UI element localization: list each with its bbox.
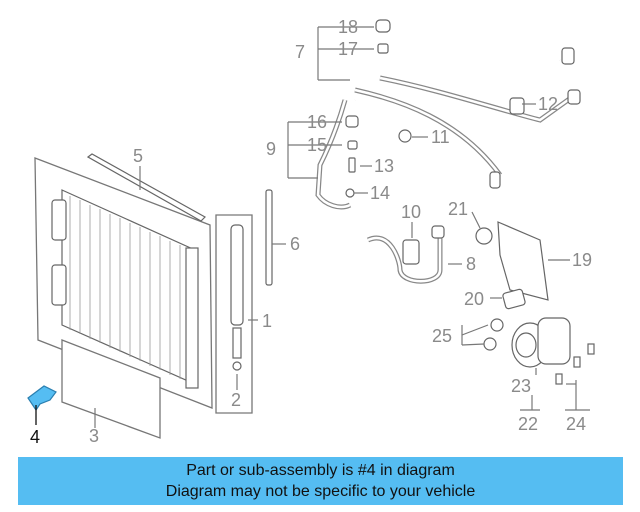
callout-8: 8 [466,254,476,274]
callout-11: 11 [431,127,450,147]
callout-21: 21 [448,199,468,219]
parts-diagram: 18 17 7 12 16 15 9 11 13 14 5 10 21 6 19… [27,17,595,447]
callout-13: 13 [374,156,394,176]
leader-lines-compressor [461,324,590,411]
callout-1: 1 [262,311,272,331]
caption-line-1: Part or sub-assembly is #4 in diagram [186,462,455,479]
callout-22: 22 [518,414,538,434]
callout-20: 20 [464,289,484,309]
upper-ac-lines [315,46,581,210]
leader-lines-middle [411,211,570,299]
callout-16: 16 [307,112,327,132]
callout-14: 14 [370,183,390,203]
callout-9: 9 [266,139,276,159]
callout-labels: 18 17 7 12 16 15 9 11 13 14 5 10 21 6 19… [30,17,592,447]
callout-6: 6 [290,234,300,254]
compressor [483,317,595,385]
callout-17: 17 [338,39,358,59]
callout-10: 10 [401,202,421,222]
caption-banner: Part or sub-assembly is #4 in diagram Di… [18,457,623,505]
receiver-drier [215,214,253,414]
bracket-part-4 [27,385,57,425]
side-seal [265,189,273,286]
callout-12: 12 [538,94,558,114]
callout-4: 4 [30,427,40,447]
callout-25: 25 [432,326,452,346]
fasteners-upper [345,19,391,198]
callout-15: 15 [307,135,327,155]
middle-parts [366,221,549,310]
callout-2: 2 [231,390,241,410]
callout-19: 19 [572,250,592,270]
leader-lines-upper [287,26,536,194]
callout-5: 5 [133,146,143,166]
callout-3: 3 [89,426,99,446]
seal-strip [86,153,206,222]
callout-24: 24 [566,414,586,434]
caption-line-2: Diagram may not be specific to your vehi… [165,483,476,500]
condenser-assembly [34,157,213,409]
callout-23: 23 [511,376,531,396]
callout-7: 7 [295,42,305,62]
callout-18: 18 [338,17,358,37]
bottom-seal [61,339,161,439]
